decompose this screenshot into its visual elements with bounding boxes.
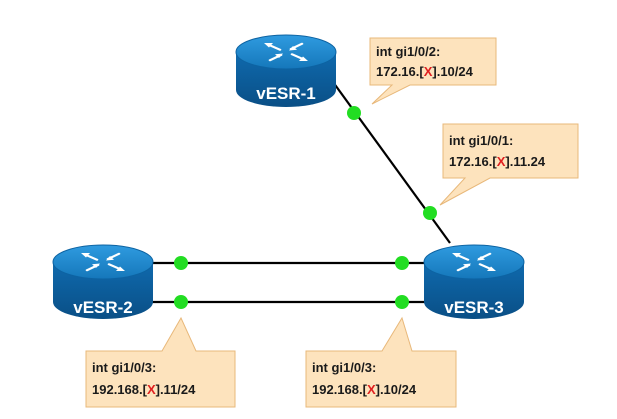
port-dot-vesr3-gi101[interactable] (423, 206, 437, 220)
callout-vesr3-gi101: int gi1/0/1: 172.16.[X].11.24 (439, 123, 579, 206)
callout-address-prefix: 192.168.[ (312, 382, 368, 397)
callout-vesr2-gi103: int gi1/0/3: 192.168.[X].11/24 (85, 316, 236, 408)
callout-line1: int gi1/0/3: (92, 360, 156, 375)
router-vesr3[interactable]: vESR-3 (423, 244, 525, 319)
callout-address-suffix: ].11.24 (505, 154, 546, 169)
callout-address-prefix: 172.16.[ (449, 154, 497, 169)
port-dot-vesr2-gi103[interactable] (174, 295, 188, 309)
callout-address-prefix: 172.16.[ (376, 64, 424, 79)
callout-line1: int gi1/0/2: (376, 44, 440, 59)
callout-vesr1-gi102: int gi1/0/2: 172.16.[X].10/24 (369, 37, 497, 105)
port-dot-vesr3-gi103[interactable] (395, 295, 409, 309)
port-dot-vesr1-gi102[interactable] (347, 106, 361, 120)
callout-x-mark: X (497, 154, 506, 169)
svg-text:192.168.[X].10/24: 192.168.[X].10/24 (312, 382, 417, 397)
callout-x-mark: X (424, 64, 433, 79)
router-label-vesr3: vESR-3 (444, 298, 504, 317)
router-label-vesr1: vESR-1 (256, 84, 316, 103)
svg-text:172.16.[X].11.24: 172.16.[X].11.24 (449, 154, 546, 169)
port-dot-vesr2-upper[interactable] (174, 256, 188, 270)
callout-x-mark: X (367, 382, 376, 397)
callout-address-suffix: ].11/24 (156, 382, 197, 397)
router-label-vesr2: vESR-2 (73, 298, 133, 317)
callout-vesr3-gi103: int gi1/0/3: 192.168.[X].10/24 (305, 316, 457, 408)
svg-text:192.168.[X].11/24: 192.168.[X].11/24 (92, 382, 196, 397)
svg-text:172.16.[X].10/24: 172.16.[X].10/24 (376, 64, 474, 79)
callout-address-prefix: 192.168.[ (92, 382, 148, 397)
callout-line1: int gi1/0/1: (449, 133, 513, 148)
router-vesr1[interactable]: vESR-1 (235, 34, 337, 107)
callout-address-suffix: ].10/24 (376, 382, 417, 397)
port-dot-vesr3-upper[interactable] (395, 256, 409, 270)
callout-line1: int gi1/0/3: (312, 360, 376, 375)
router-vesr2[interactable]: vESR-2 (52, 244, 154, 319)
callout-x-mark: X (147, 382, 156, 397)
callout-address-suffix: ].10/24 (432, 64, 473, 79)
